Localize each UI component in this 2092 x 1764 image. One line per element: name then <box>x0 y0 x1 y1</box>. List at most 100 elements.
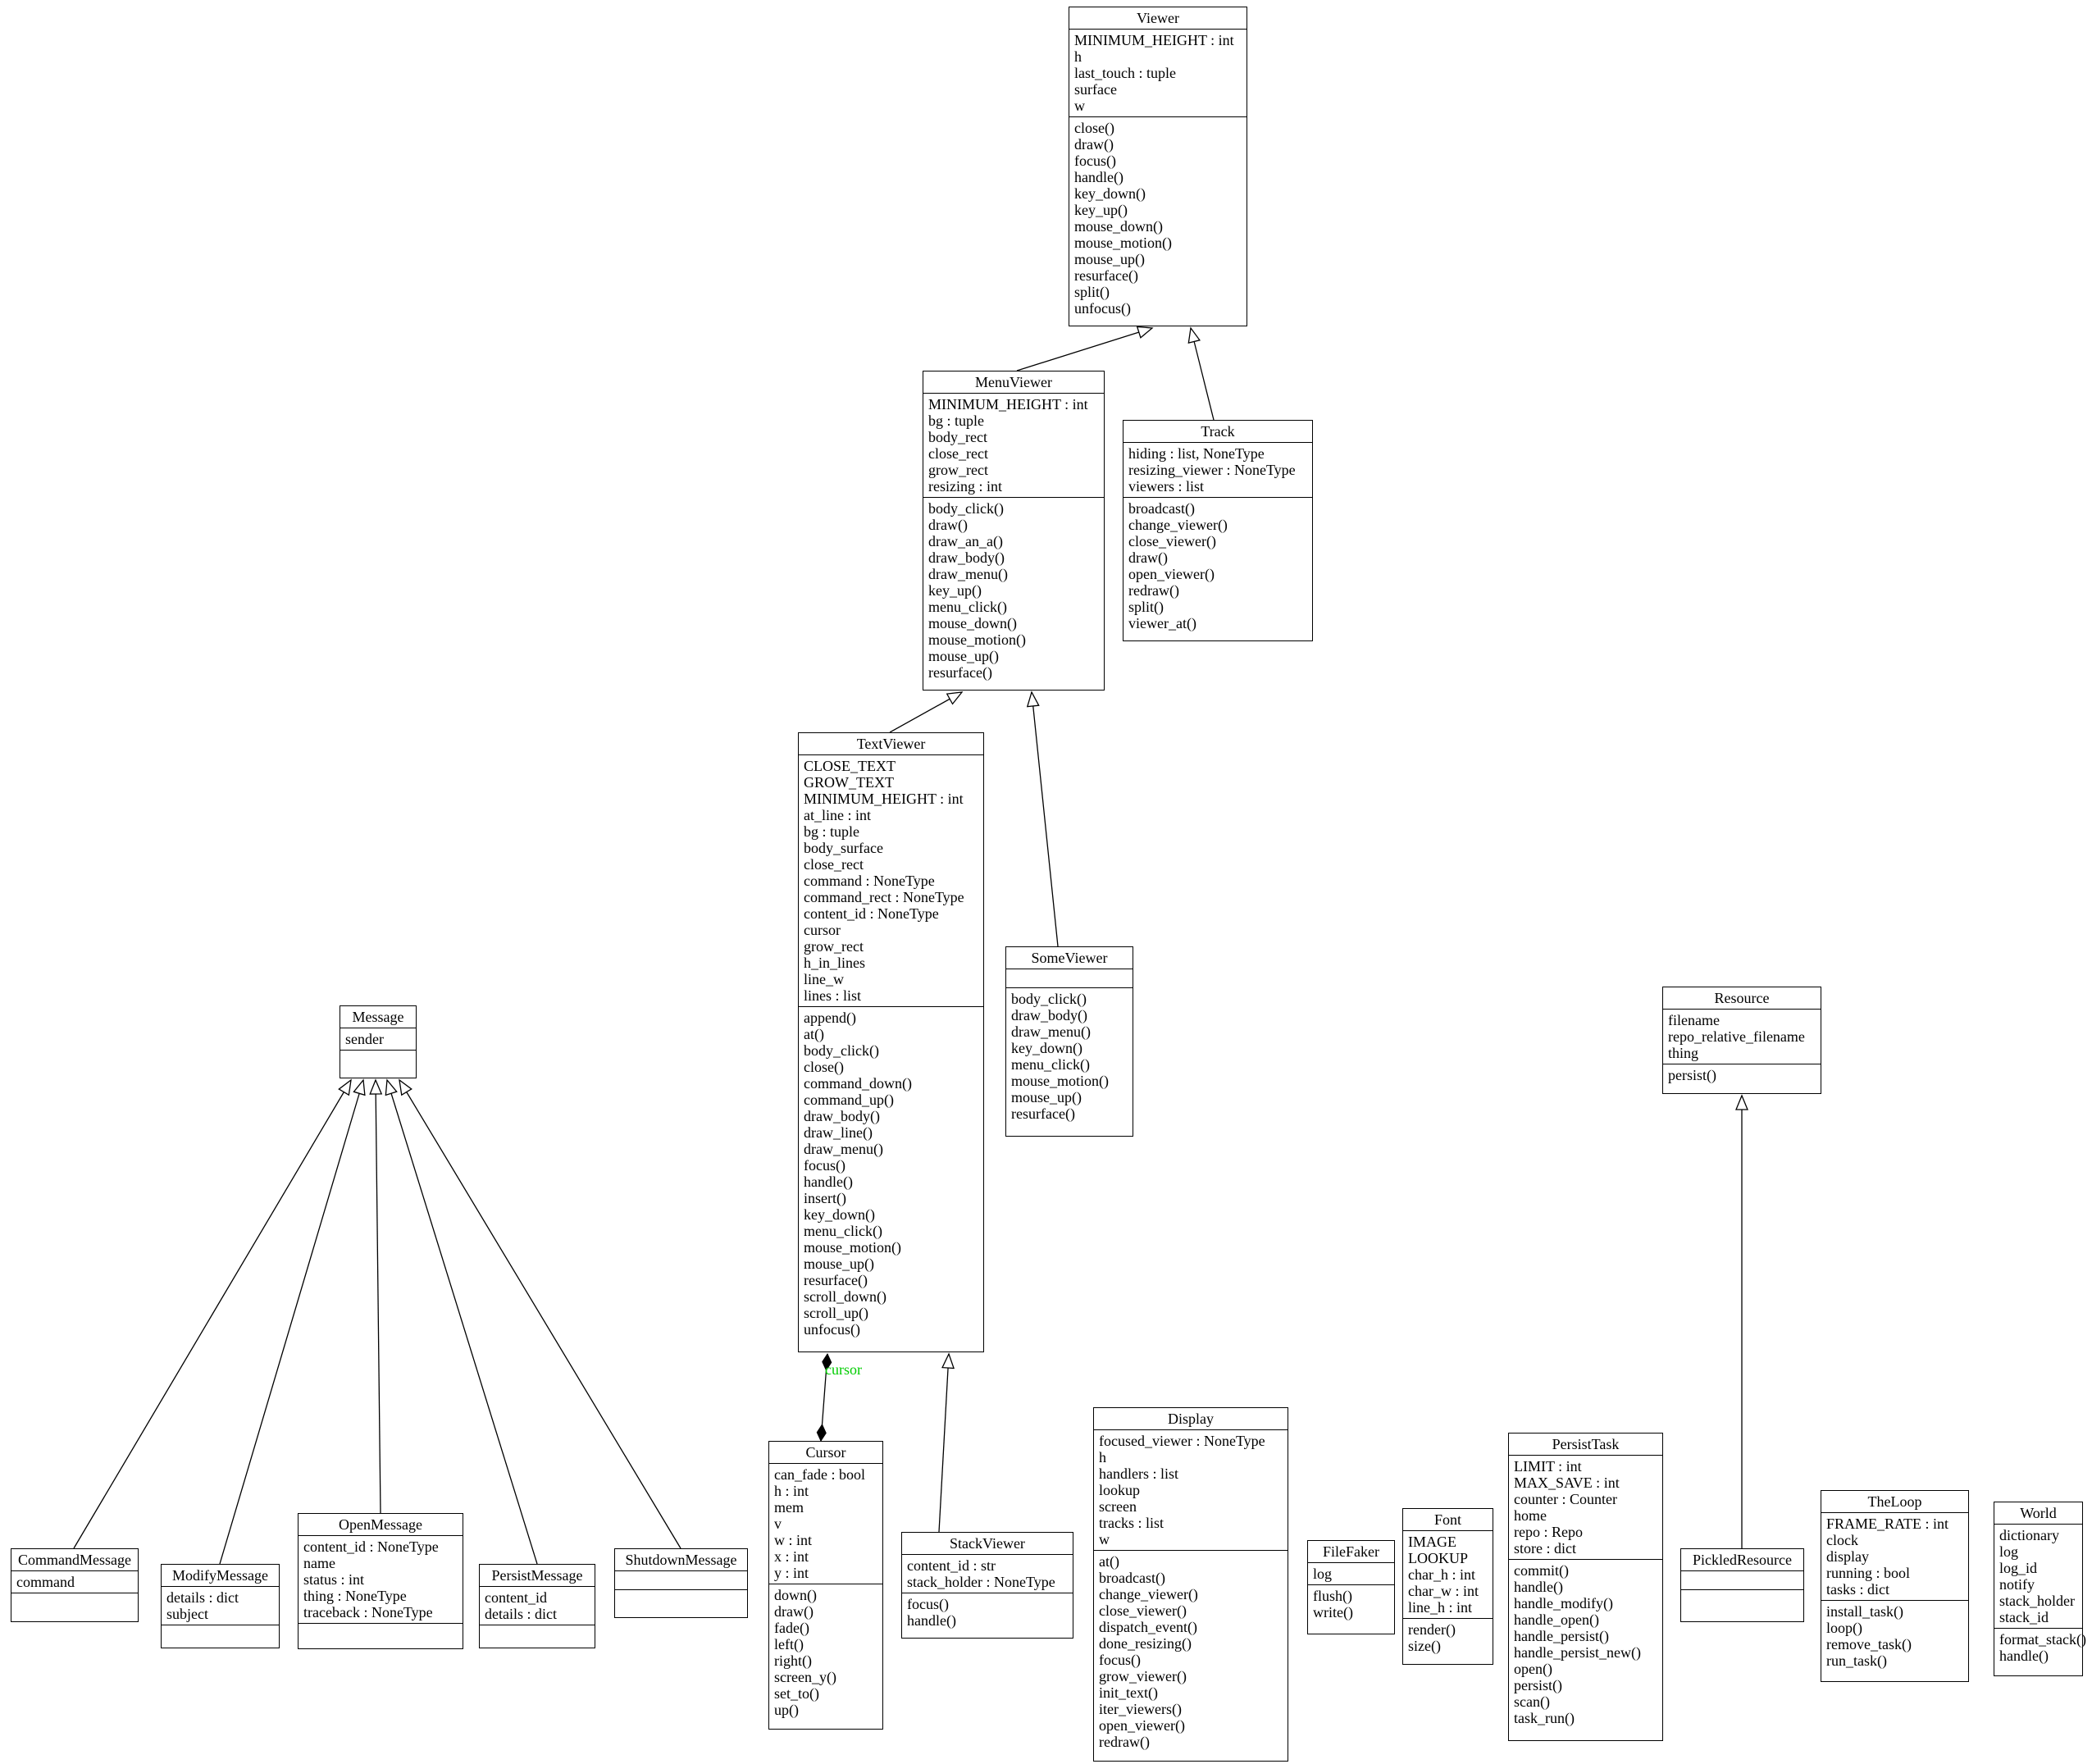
method-row: set_to() <box>774 1685 819 1702</box>
method-row: focus() <box>1074 153 1116 169</box>
method-row: handle_persist() <box>1514 1628 1609 1644</box>
method-row: insert() <box>804 1190 846 1206</box>
class-box-shutdownmessage: ShutdownMessage <box>614 1548 748 1618</box>
method-row: task_run() <box>1514 1710 1575 1726</box>
attribute-row: command_rect : NoneType <box>804 889 964 905</box>
attribute-row: body_surface <box>804 840 883 856</box>
attribute-row: LIMIT : int <box>1514 1458 1582 1475</box>
class-box-pickledresource: PickledResource <box>1680 1548 1804 1622</box>
method-row: broadcast() <box>1128 500 1195 517</box>
method-row: mouse_motion() <box>804 1239 901 1256</box>
method-row: draw_menu() <box>1011 1023 1091 1040</box>
class-methods-compartment: broadcast()change_viewer()close_viewer()… <box>1123 497 1312 640</box>
attribute-row: thing : NoneType <box>303 1588 407 1604</box>
method-row: render() <box>1408 1621 1456 1638</box>
attribute-row: stack_holder : NoneType <box>907 1574 1055 1590</box>
attribute-row: tracks : list <box>1099 1515 1164 1531</box>
method-row: up() <box>774 1702 799 1718</box>
attribute-row: lookup <box>1099 1482 1141 1498</box>
method-row: at() <box>804 1026 824 1042</box>
class-methods-compartment: body_click()draw()draw_an_a()draw_body()… <box>923 497 1104 690</box>
class-title: MenuViewer <box>975 374 1052 390</box>
method-row: draw_body() <box>1011 1007 1087 1023</box>
attribute-row: body_rect <box>928 429 987 445</box>
class-title: Message <box>352 1009 404 1025</box>
attribute-row: MAX_SAVE : int <box>1514 1475 1620 1491</box>
attribute-row: close_rect <box>804 856 864 873</box>
method-row: persist() <box>1668 1067 1716 1083</box>
attribute-row: MINIMUM_HEIGHT : int <box>1074 32 1234 48</box>
attribute-row: focused_viewer : NoneType <box>1099 1433 1265 1449</box>
attribute-row: running : bool <box>1826 1565 1910 1581</box>
attribute-row: traceback : NoneType <box>303 1604 433 1620</box>
attribute-row: MINIMUM_HEIGHT : int <box>804 791 964 807</box>
attribute-row: IMAGE <box>1408 1534 1456 1550</box>
attribute-row: close_rect <box>928 445 988 462</box>
method-row: at() <box>1099 1553 1119 1570</box>
class-methods-compartment: persist() <box>1663 1064 1821 1093</box>
class-methods-compartment <box>11 1593 138 1621</box>
attribute-row: filename <box>1668 1012 1720 1028</box>
method-row: focus() <box>804 1157 845 1174</box>
class-methods-compartment: body_click()draw_body()draw_menu()key_do… <box>1006 987 1133 1136</box>
method-row: body_click() <box>928 500 1004 517</box>
method-row: focus() <box>907 1596 949 1612</box>
attribute-row: grow_rect <box>928 462 988 478</box>
class-methods-compartment: focus()handle() <box>902 1593 1073 1638</box>
attribute-row: content_id : NoneType <box>303 1538 439 1555</box>
method-row: handle() <box>907 1612 956 1629</box>
method-row: unfocus() <box>804 1321 860 1338</box>
method-row: mouse_up() <box>928 648 999 664</box>
method-row: menu_click() <box>928 599 1007 615</box>
attribute-row: viewers : list <box>1128 478 1204 495</box>
attribute-row: details : dict <box>166 1589 239 1606</box>
attribute-row: grow_rect <box>804 938 864 955</box>
attribute-row: log <box>1999 1543 2019 1560</box>
method-row: draw() <box>774 1603 814 1620</box>
class-methods-compartment: append()at()body_click()close()command_d… <box>799 1006 983 1351</box>
class-title: Font <box>1433 1511 1461 1528</box>
class-methods-compartment <box>299 1623 463 1648</box>
method-row: handle() <box>1074 169 1123 185</box>
method-row: mouse_up() <box>1011 1089 1082 1105</box>
attribute-row: FRAME_RATE : int <box>1826 1516 1949 1532</box>
attribute-row: dictionary <box>1999 1527 2059 1543</box>
method-row: handle() <box>1999 1648 2049 1664</box>
attribute-row: name <box>303 1555 335 1571</box>
attribute-row: content_id : NoneType <box>804 905 939 922</box>
class-methods-compartment <box>1681 1589 1803 1621</box>
method-row: done_resizing() <box>1099 1635 1192 1652</box>
method-row: focus() <box>1099 1652 1141 1668</box>
method-row: resurface() <box>1011 1105 1075 1122</box>
method-row: mouse_motion() <box>928 631 1026 648</box>
attribute-row: content_id <box>485 1589 547 1606</box>
method-row: scroll_up() <box>804 1305 868 1321</box>
method-row: draw_an_a() <box>928 533 1003 549</box>
class-methods-compartment: render()size() <box>1403 1618 1493 1664</box>
method-row: draw_menu() <box>804 1141 883 1157</box>
class-methods-compartment <box>162 1625 279 1648</box>
method-row: left() <box>774 1636 804 1652</box>
class-methods-compartment: format_stack()handle() <box>1994 1628 2086 1675</box>
method-row: append() <box>804 1010 856 1026</box>
edge-menuviewer-to-viewer <box>1016 326 1154 371</box>
class-title: World <box>2020 1505 2057 1521</box>
method-row: change_viewer() <box>1128 517 1228 533</box>
method-row: handle_persist_new() <box>1514 1644 1641 1661</box>
